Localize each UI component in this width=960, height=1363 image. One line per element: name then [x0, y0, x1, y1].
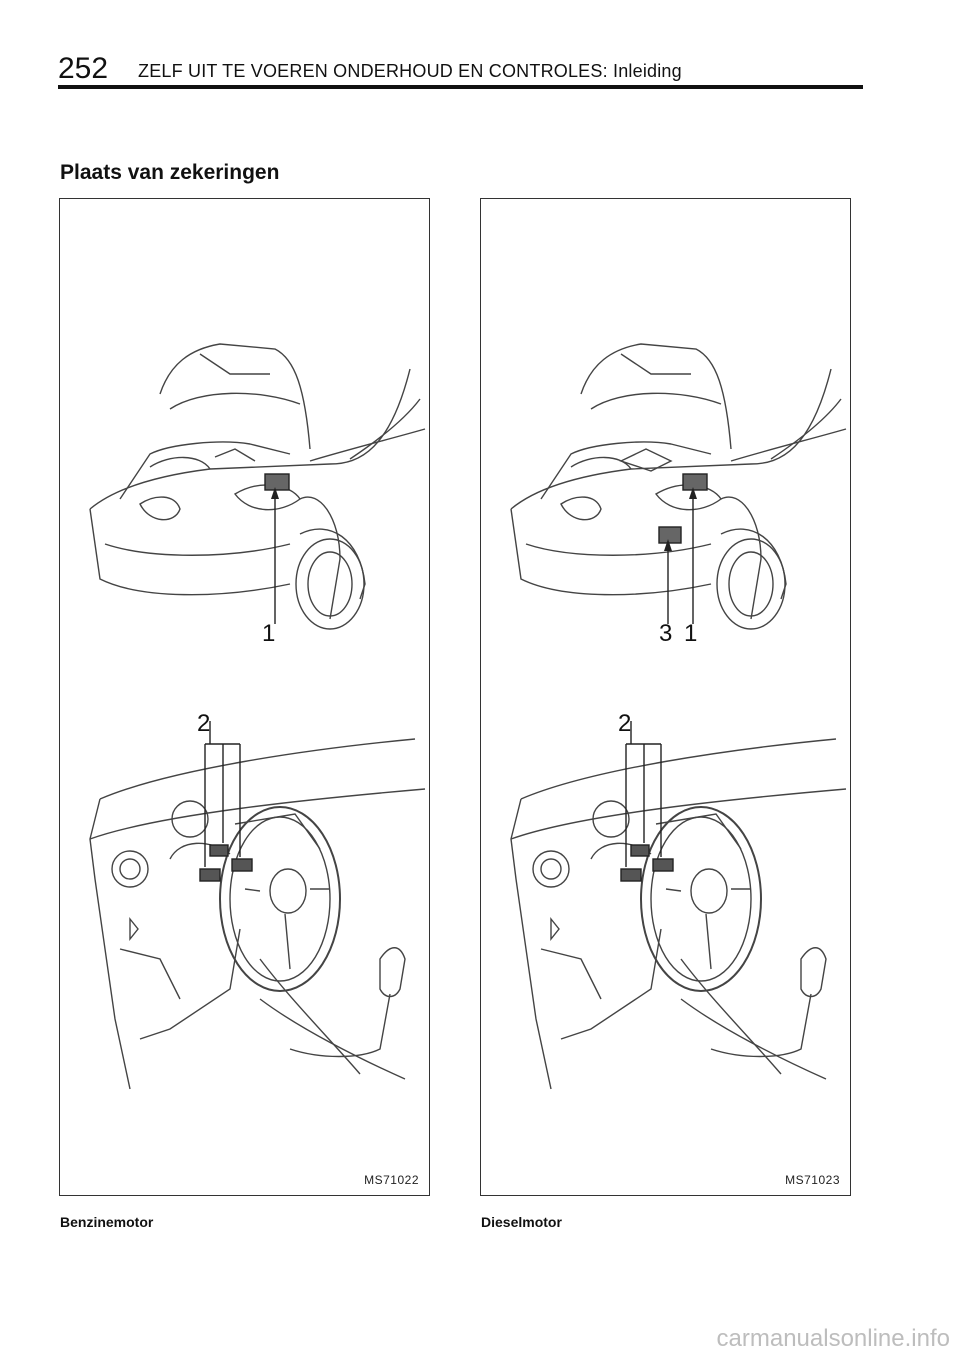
figure-diesel: 3 1 2 MS71023 — [480, 198, 851, 1196]
figure-petrol: 1 2 MS71022 — [59, 198, 430, 1196]
page-number: 252 — [58, 52, 109, 85]
page-header: 252 ZELF UIT TE VOEREN ONDERHOUD EN CONT… — [58, 52, 863, 92]
section-title: Plaats van zekeringen — [60, 161, 280, 184]
callout-1: 1 — [684, 620, 698, 647]
callout-2: 2 — [197, 710, 211, 737]
header-rule — [58, 85, 863, 89]
diesel-illustration — [510, 343, 847, 1090]
callout-3: 3 — [659, 620, 673, 647]
petrol-illustration — [89, 343, 426, 1090]
figure-code: MS71023 — [785, 1173, 840, 1187]
caption-petrol: Benzinemotor — [60, 1214, 154, 1230]
callout-1: 1 — [262, 620, 276, 647]
caption-diesel: Dieselmotor — [481, 1214, 562, 1230]
figure-code: MS71022 — [364, 1173, 419, 1187]
callout-2: 2 — [618, 710, 632, 737]
watermark[interactable]: carmanualsonline.info — [716, 1325, 950, 1352]
header-title: ZELF UIT TE VOEREN ONDERHOUD EN CONTROLE… — [138, 61, 682, 81]
